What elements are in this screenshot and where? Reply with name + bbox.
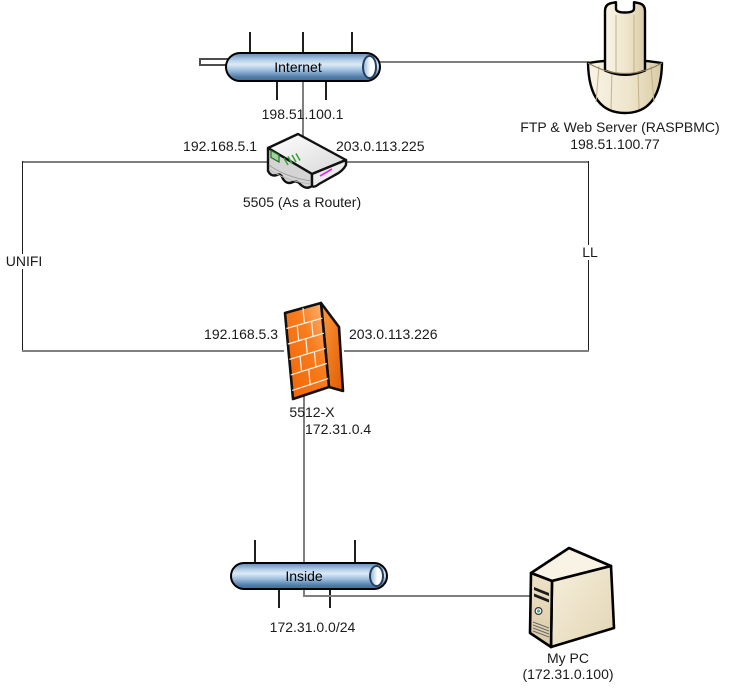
tick bbox=[325, 78, 327, 100]
tick bbox=[276, 78, 278, 100]
link-firewall-left bbox=[22, 350, 284, 352]
router-name-label: 5505 (As a Router) bbox=[242, 194, 362, 210]
pc-name-label: My PC bbox=[547, 650, 589, 666]
firewall-icon bbox=[283, 301, 345, 401]
firewall-inside-ip-label: 172.31.0.4 bbox=[305, 421, 372, 437]
server-name-label: FTP & Web Server (RASPBMC) bbox=[520, 119, 720, 135]
pc-icon bbox=[528, 546, 616, 649]
link-firewall-right bbox=[344, 350, 589, 352]
inside-subnet-label: 172.31.0.0/24 bbox=[269, 619, 356, 635]
tick bbox=[351, 32, 353, 53]
cylinder-end-cap bbox=[362, 55, 377, 79]
link-left-label: UNIFI bbox=[0, 254, 48, 269]
web-server-icon bbox=[586, 1, 664, 115]
cylinder-end-cap bbox=[369, 565, 384, 587]
server-ip-label: 198.51.100.77 bbox=[570, 136, 660, 152]
router-right-ip-label: 203.0.113.225 bbox=[336, 138, 425, 154]
internet-segment-label: Internet bbox=[274, 59, 322, 75]
tick bbox=[302, 32, 304, 53]
firewall-left-ip-label: 192.168.5.3 bbox=[204, 326, 278, 342]
router-icon bbox=[266, 132, 348, 189]
internet-ip-label: 198.51.100.1 bbox=[261, 106, 344, 122]
link-internet-router bbox=[302, 78, 304, 140]
tick bbox=[249, 32, 251, 53]
inside-segment: Inside bbox=[230, 562, 388, 590]
tick bbox=[278, 586, 280, 608]
link-inside-pc-v bbox=[303, 586, 305, 597]
link-router-left bbox=[22, 161, 268, 163]
link-firewall-inside bbox=[303, 393, 305, 563]
link-right-label: LL bbox=[574, 245, 606, 260]
inside-segment-label: Inside bbox=[285, 568, 323, 584]
router-left-ip-label: 192.168.5.1 bbox=[183, 138, 257, 154]
firewall-right-ip-label: 203.0.113.226 bbox=[349, 326, 438, 342]
link-router-right bbox=[346, 161, 589, 163]
link-inside-pc-h bbox=[303, 595, 530, 597]
internet-segment: Internet bbox=[225, 52, 381, 82]
pc-ip-label: (172.31.0.100) bbox=[522, 666, 614, 682]
link-internet-server bbox=[377, 61, 589, 63]
tick bbox=[354, 540, 356, 563]
firewall-name-label: 5512-X bbox=[289, 404, 335, 420]
tick bbox=[254, 540, 256, 563]
tick bbox=[329, 586, 331, 608]
